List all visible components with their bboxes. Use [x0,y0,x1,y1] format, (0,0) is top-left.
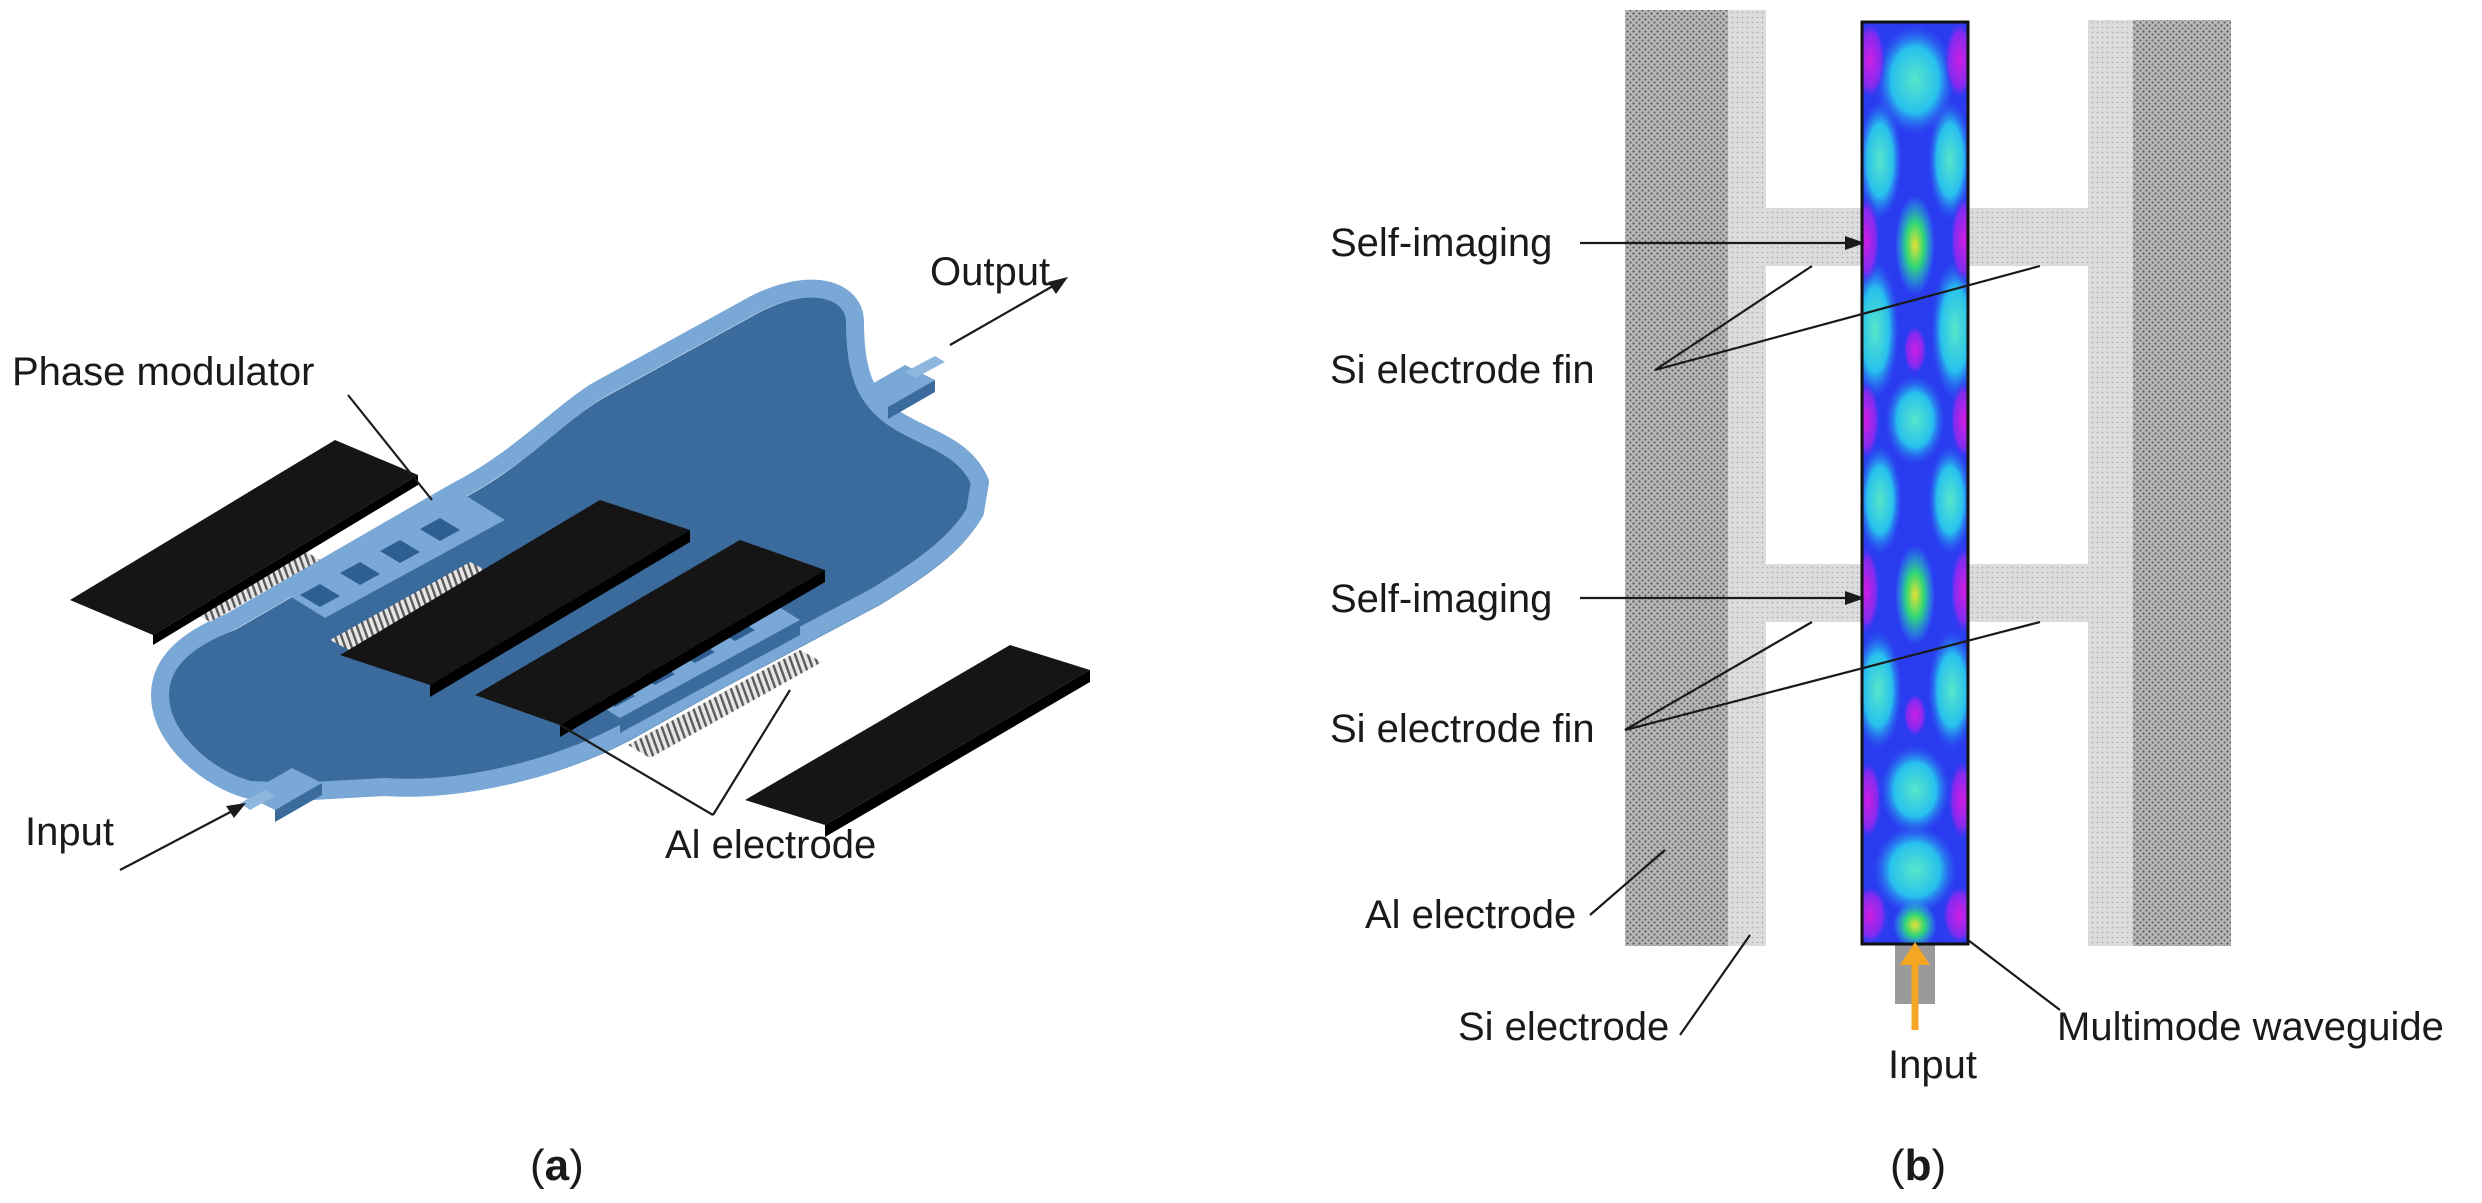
leader-si-fin-2b [1624,620,2041,732]
label-al-electrode: Al electrode [665,823,876,867]
input-port [240,768,322,822]
leader-si-fin-2a [1624,621,1813,731]
upper-fins-right [330,562,495,653]
upper-modulator-segments [300,518,460,607]
si-electrode-right [2088,20,2133,946]
arrowhead-output [1048,277,1068,294]
label-si-electrode-fin-1: Si electrode fin [1330,348,1595,392]
label-self-imaging-1: Self-imaging [1330,221,1552,265]
label-si-electrode: Si electrode [1458,1005,1669,1049]
label-al-electrode-b: Al electrode [1365,893,1576,937]
al-electrode-1 [70,440,418,645]
al-electrode-2 [340,500,690,697]
leader-input [119,807,239,871]
leader-si-fin-1a [1654,265,1813,371]
leader-si-electrode [1679,934,1751,1036]
upper-fins-left [190,548,320,622]
si-fin-lower-right [1968,564,2088,622]
leader-si-fin-1b [1654,264,2041,372]
leader-multimode-waveguide [1967,939,2061,1011]
label-multimode-waveguide: Multimode waveguide [2057,1005,2444,1049]
si-fin-upper-right [1968,208,2088,266]
si-electrode-left [1728,10,1766,946]
label-si-electrode-fin-2: Si electrode fin [1330,707,1595,751]
label-input-b: Input [1888,1043,1977,1087]
arrowhead-self-imaging-1 [1845,236,1865,250]
caption-b: (b) [1890,1141,1946,1190]
leader-al-electrode [1589,849,1666,916]
al-electrode-4 [745,645,1090,837]
al-electrode-left [1625,10,1728,946]
leader-phase-modulator [347,394,433,501]
input-arrowhead [1900,942,1930,965]
caption-a: (a) [530,1141,584,1190]
panel-a-mzm-schematic: Output Phase modulator Input Al electrod… [12,250,1090,1190]
leader-al-electrode-right [712,689,791,816]
lower-fins-right [628,650,822,758]
label-phase-modulator: Phase modulator [12,350,314,394]
panel-b-mmi-simulation: Self-imaging Si electrode fin Self-imagi… [1330,10,2444,1190]
waveguide-loop [151,279,989,801]
output-port [858,356,945,419]
leader-al-electrode-left [559,724,714,816]
al-electrode-3 [475,540,825,737]
al-electrode-right [2133,20,2231,946]
arrowhead-self-imaging-2 [1845,591,1865,605]
label-output: Output [930,250,1050,294]
leader-output [949,281,1061,346]
arrowhead-input [226,803,246,818]
label-self-imaging-2: Self-imaging [1330,577,1552,621]
label-input: Input [25,810,114,854]
multimode-waveguide-field [1862,22,1968,944]
